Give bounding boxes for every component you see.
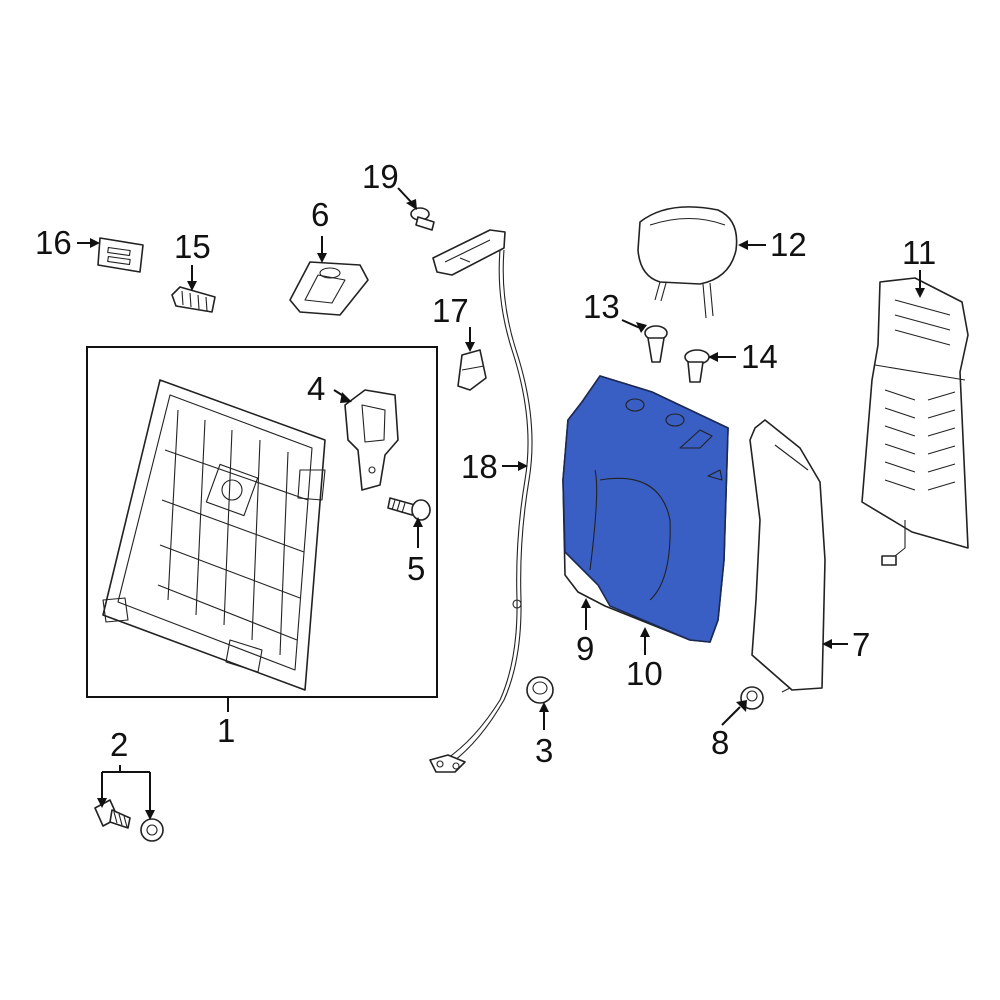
callout-1: 1 (217, 712, 235, 749)
callout-4: 4 (307, 370, 325, 407)
release-cable (429, 249, 533, 773)
latch-bezel (289, 261, 369, 316)
screw-19 (410, 207, 435, 231)
callout-3: 3 (535, 732, 553, 769)
frame-group-box (86, 346, 438, 698)
grommet (526, 676, 554, 704)
cap (171, 286, 216, 313)
callout-18: 18 (461, 448, 498, 485)
hinge-bracket (344, 389, 399, 491)
callout-labels: 1 2 3 4 5 6 7 8 9 10 11 12 13 14 15 16 1… (35, 158, 936, 769)
callout-8: 8 (711, 724, 729, 761)
plate (97, 237, 144, 273)
seat-back-cover (562, 375, 729, 643)
side-cover (749, 419, 826, 693)
callout-5: 5 (407, 550, 425, 587)
callout-12: 12 (770, 226, 807, 263)
bolt-and-nut (94, 799, 164, 842)
callout-14: 14 (741, 338, 778, 375)
callout-17: 17 (432, 292, 469, 329)
callout-11: 11 (902, 234, 936, 271)
callout-10: 10 (626, 655, 663, 692)
release-handle (432, 229, 506, 276)
seat-heater (861, 277, 969, 566)
callout-19: 19 (362, 158, 399, 195)
callout-15: 15 (174, 228, 211, 265)
hinge-bolt (387, 497, 431, 521)
headrest-guide-13 (644, 325, 668, 363)
callout-9: 9 (576, 630, 594, 667)
release-button (457, 349, 487, 391)
leaders (77, 187, 925, 820)
seat-back-frame (102, 379, 326, 691)
callout-6: 6 (311, 196, 329, 233)
headrest (637, 206, 738, 319)
callout-13: 13 (583, 288, 620, 325)
callout-2: 2 (110, 726, 128, 763)
callout-7: 7 (852, 626, 870, 663)
headrest-guide-14 (684, 349, 710, 383)
callout-16: 16 (35, 224, 72, 261)
